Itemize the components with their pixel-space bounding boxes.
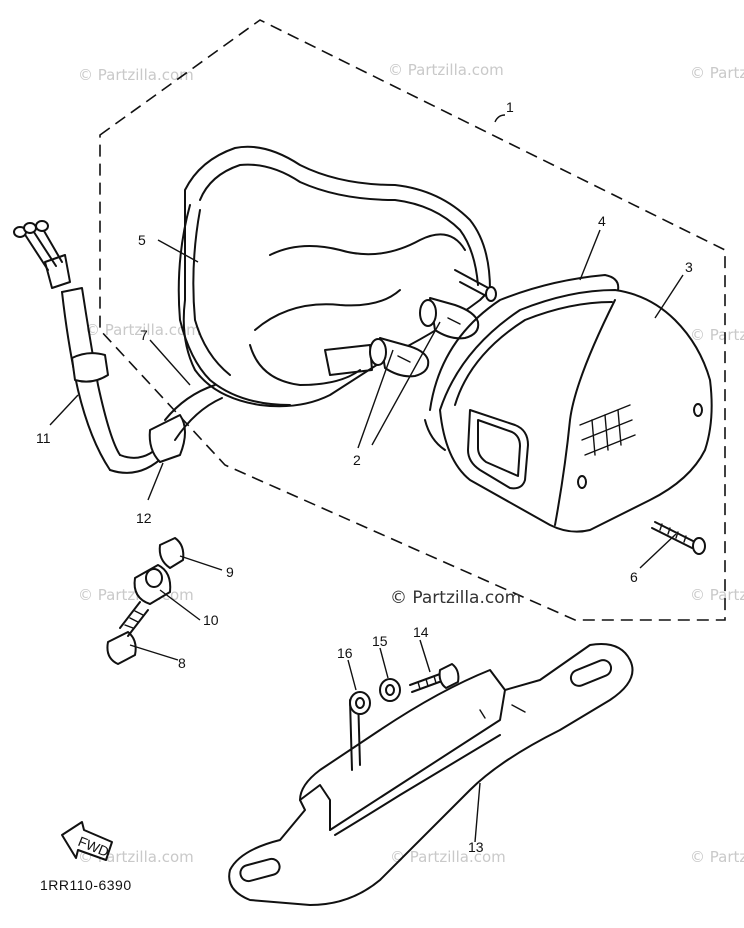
callout-1: 1 [506, 99, 514, 115]
watermark-text: © Partzilla.com [690, 326, 744, 344]
watermark-main: © Partzilla.com [390, 588, 521, 608]
washer-part [379, 678, 401, 702]
callout-2: 2 [353, 452, 361, 468]
callout-14: 14 [413, 624, 429, 640]
watermark-text: © Partzilla.com [390, 848, 506, 866]
leader-lines [49, 114, 684, 843]
watermark-text: © Partzilla.com [690, 64, 744, 82]
callout-10: 10 [203, 612, 219, 628]
callout-15: 15 [372, 633, 388, 649]
callout-3: 3 [685, 259, 693, 275]
callout-4: 4 [598, 213, 606, 229]
watermark-text: © Partzilla.com [78, 66, 194, 84]
callout-16: 16 [337, 645, 353, 661]
screw-part [651, 521, 706, 555]
callout-6: 6 [630, 569, 638, 585]
callout-9: 9 [226, 564, 234, 580]
assembly-boundary [99, 19, 726, 621]
gasket-part [424, 274, 620, 451]
callout-8: 8 [178, 655, 186, 671]
callout-labels: 1 2 3 4 5 6 7 8 9 10 11 12 13 14 15 16 [36, 99, 693, 855]
diagram-code: 1RR110-6390 [40, 877, 132, 893]
license-bracket-part [228, 643, 634, 906]
bracket-bolt-part [409, 663, 460, 693]
callout-5: 5 [138, 232, 146, 248]
bolt-part [106, 601, 149, 665]
watermark-text: © Partzilla.com [690, 586, 744, 604]
watermark-layer: © Partzilla.com © Partzilla.com © Partzi… [78, 61, 744, 866]
lamp-housing-part [439, 289, 713, 533]
callout-7: 7 [140, 327, 148, 343]
collar-part [133, 564, 172, 605]
watermark-text: © Partzilla.com [388, 61, 504, 79]
callout-13: 13 [468, 839, 484, 855]
wire-harness-part [13, 220, 223, 474]
callout-12: 12 [136, 510, 152, 526]
watermark-text: © Partzilla.com [690, 848, 744, 866]
watermark-text: © Partzilla.com [85, 321, 201, 339]
grommet-part [158, 537, 185, 569]
nut-part [349, 691, 371, 715]
callout-11: 11 [36, 430, 51, 446]
lens-cover-part [177, 145, 497, 408]
